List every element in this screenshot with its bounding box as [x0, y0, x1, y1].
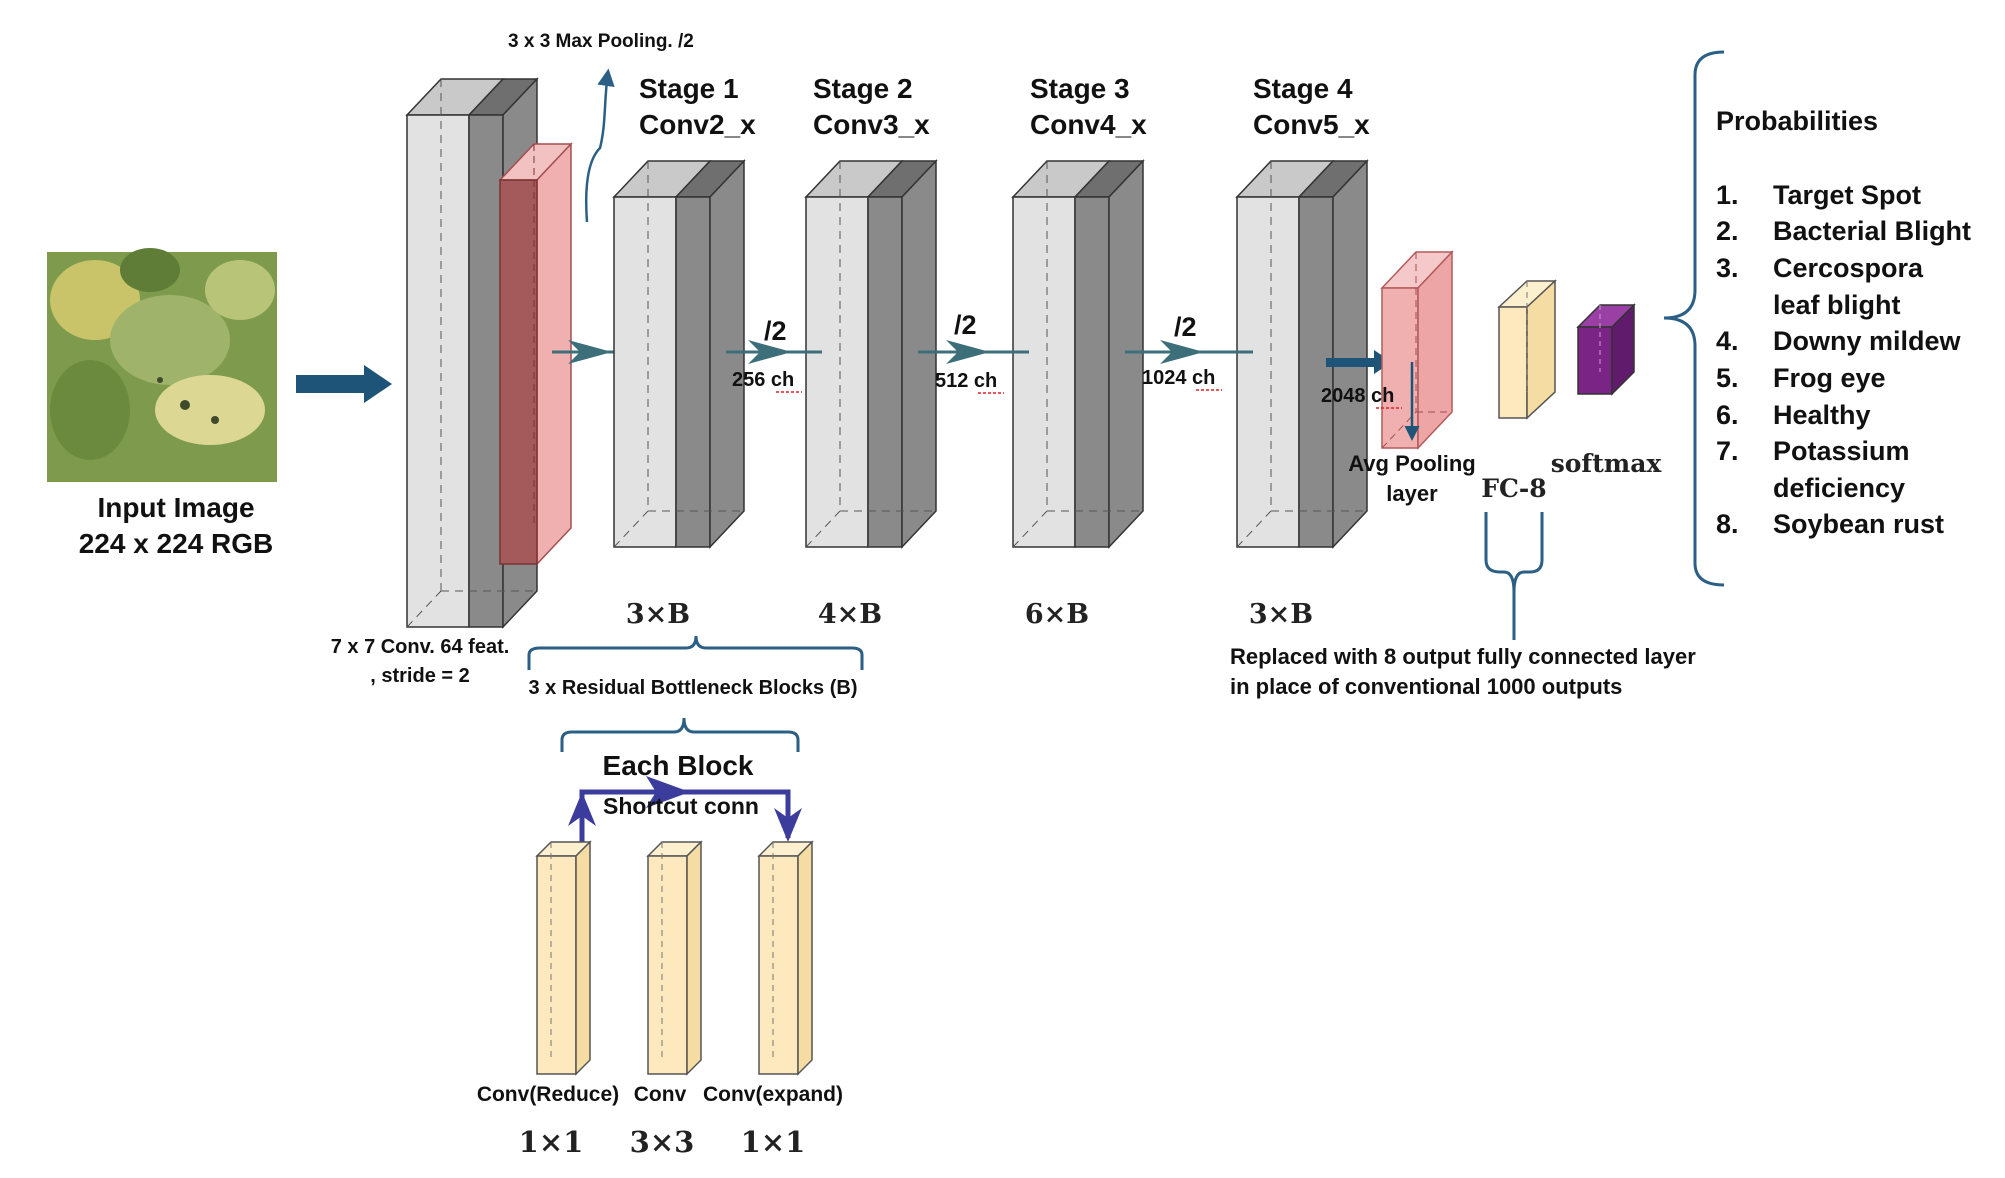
residual-blocks-label: 3 x Residual Bottleneck Blocks (B): [529, 677, 858, 699]
stage-1-channels: 256 ch: [732, 369, 794, 391]
avg-pooling-block: [1380, 250, 1454, 450]
class-6-num: 6.: [1716, 400, 1739, 430]
stem-conv-label-2: , stride = 2: [370, 665, 470, 687]
class-4-label: Downy mildew: [1773, 326, 1962, 356]
class-7-num: 7.: [1716, 436, 1739, 466]
class-2-num: 2.: [1716, 216, 1739, 246]
shortcut-label: Shortcut conn: [603, 793, 759, 819]
each-block-bracket: [560, 717, 800, 752]
conv-3x3-label: Conv: [634, 1083, 687, 1106]
stage-3-block-count: 6×B: [1025, 599, 1089, 630]
conv-expand-kernel: 1×1: [741, 1125, 806, 1159]
stage-4-channels: 2048 ch: [1321, 385, 1394, 407]
residual-blocks-bracket: [527, 635, 864, 670]
class-8-num: 8.: [1716, 509, 1739, 539]
avg-pool-label-2: layer: [1386, 481, 1438, 506]
conv-reduce-layer: [535, 840, 592, 1076]
each-block-label: Each Block: [603, 750, 754, 781]
stage-1-name: Conv2_x: [639, 109, 756, 140]
class-3-label: Cercospora: [1773, 253, 1924, 283]
fc-8-label: FC-8: [1481, 474, 1546, 503]
input-arrow: [296, 365, 392, 403]
class-3-num: 3.: [1716, 253, 1739, 283]
input-image: [47, 248, 277, 482]
probabilities-brace: [1663, 50, 1725, 587]
max-pool-arrow: [585, 68, 615, 223]
stage2-to-stage3-arrow: [918, 340, 1029, 364]
stage-4-block: [1235, 159, 1369, 549]
shortcut-connection: [568, 776, 802, 848]
softmax-block: [1576, 303, 1636, 396]
stage-2-block: [804, 159, 938, 549]
stem-conv-label-1: 7 x 7 Conv. 64 feat.: [331, 636, 510, 658]
stage-4-block-count: 3×B: [1249, 599, 1313, 630]
class-2-label: Bacterial Blight: [1773, 216, 1971, 246]
stage-3-title: Stage 3: [1030, 73, 1130, 104]
stage-4-title: Stage 4: [1253, 73, 1353, 104]
class-4-num: 4.: [1716, 326, 1739, 356]
max-pooling-slab: [498, 142, 573, 566]
softmax-label: softmax: [1551, 449, 1663, 478]
conv-3x3-layer: [646, 840, 703, 1076]
stage-2-name: Conv3_x: [813, 109, 930, 140]
stage1-to-stage2-arrow: [726, 340, 822, 364]
class-3-label-line2: leaf blight: [1773, 290, 1901, 320]
input-image-title: Input Image: [97, 492, 254, 523]
class-7-label-line2: deficiency: [1773, 473, 1905, 503]
stage-3-block: [1011, 159, 1145, 549]
conv-reduce-label: Conv(Reduce): [477, 1083, 619, 1106]
stage-2-channels: 512 ch: [935, 370, 997, 392]
fc-note-1: Replaced with 8 output fully connected l…: [1230, 644, 1696, 669]
class-5-num: 5.: [1716, 363, 1739, 393]
stage-1-downsample: /2: [764, 316, 787, 346]
class-5-label: Frog eye: [1773, 363, 1886, 393]
fc-8-block: [1497, 279, 1557, 420]
probabilities-title: Probabilities: [1716, 106, 1878, 136]
class-7-label: Potassium: [1773, 436, 1910, 466]
fc-note-2: in place of conventional 1000 outputs: [1230, 674, 1622, 699]
stage-4-name: Conv5_x: [1253, 109, 1370, 140]
input-image-size: 224 x 224 RGB: [79, 528, 274, 559]
stage-2-downsample: /2: [954, 310, 977, 340]
stage-1-block: [612, 159, 746, 549]
class-1-label: Target Spot: [1773, 180, 1921, 210]
avg-pool-label-1: Avg Pooling: [1348, 451, 1476, 476]
stage-1-title: Stage 1: [639, 73, 739, 104]
conv-3x3-kernel: 3×3: [630, 1125, 695, 1159]
stage-1-block-count: 3×B: [626, 599, 690, 630]
conv-expand-label: Conv(expand): [703, 1083, 843, 1106]
fc-replacement-bracket: [1484, 512, 1544, 640]
stage-3-downsample: /2: [1174, 312, 1197, 342]
max-pool-label: 3 x 3 Max Pooling. /2: [508, 31, 694, 52]
stage-2-block-count: 4×B: [818, 599, 882, 630]
stage-3-name: Conv4_x: [1030, 109, 1147, 140]
conv-expand-layer: [757, 840, 814, 1076]
stage-3-channels: 1024 ch: [1142, 367, 1215, 389]
stage-2-title: Stage 2: [813, 73, 913, 104]
class-1-num: 1.: [1716, 180, 1739, 210]
class-list: 1. Target Spot 2. Bacterial Blight 3. Ce…: [1716, 180, 1971, 539]
class-8-label: Soybean rust: [1773, 509, 1944, 539]
conv-reduce-kernel: 1×1: [519, 1125, 584, 1159]
class-6-label: Healthy: [1773, 400, 1871, 430]
stage3-to-stage4-arrow: [1125, 340, 1253, 364]
